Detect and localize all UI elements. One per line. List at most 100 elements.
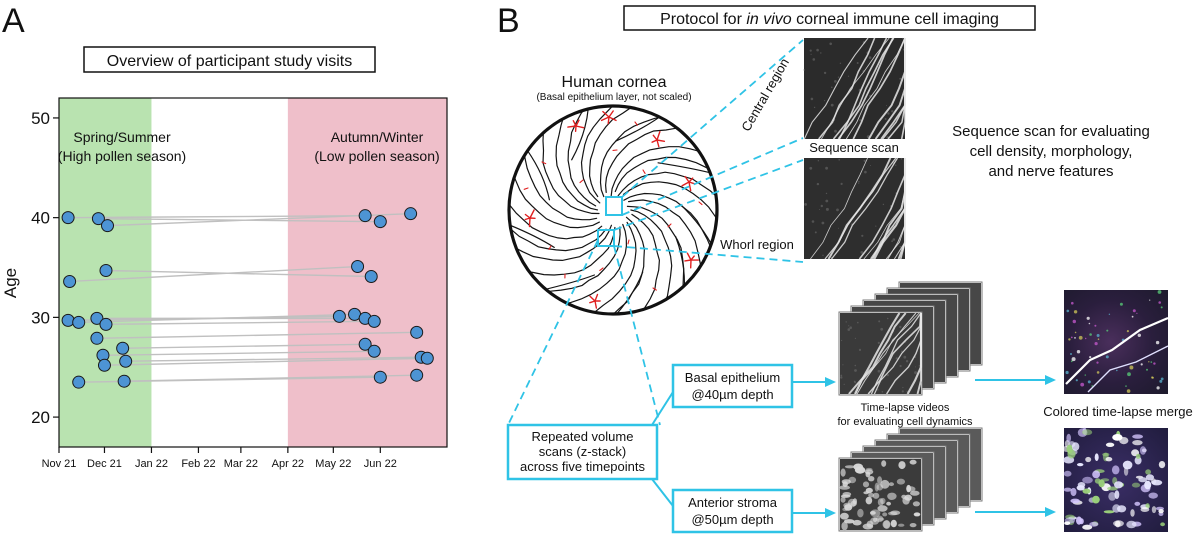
image-speckle <box>1140 363 1143 366</box>
visit-pair-line <box>102 350 375 356</box>
image-cell <box>840 496 846 503</box>
timelapse-label-line1: Time-lapse videos <box>861 402 950 414</box>
x-tick-label: Jan 22 <box>135 458 168 470</box>
image-cell <box>1100 478 1110 482</box>
image-nerve <box>852 37 906 140</box>
image-speckle <box>825 192 828 195</box>
image-cell <box>1148 492 1158 499</box>
image-speckle <box>1126 389 1131 393</box>
image-cell <box>1107 486 1118 491</box>
visit-point <box>90 311 104 325</box>
image-cell <box>853 463 864 471</box>
image-speckle <box>1150 361 1153 363</box>
visit-point <box>373 370 387 384</box>
immune-cell <box>567 119 585 132</box>
image-speckle <box>836 208 839 212</box>
image-speckle <box>858 181 860 183</box>
immune-cell <box>634 121 638 126</box>
y-tick-label: 40 <box>31 209 50 228</box>
image-speckle <box>902 37 904 40</box>
image-speckle <box>900 157 903 160</box>
image-cell <box>1077 463 1084 467</box>
image-speckle <box>830 103 834 107</box>
image-speckle <box>809 49 812 52</box>
image-speckle <box>840 374 843 377</box>
immune-cell <box>589 293 601 309</box>
nerve-fiber <box>623 192 714 262</box>
image-speckle <box>1068 338 1071 341</box>
image-cell <box>1139 446 1147 455</box>
immune-cell <box>541 161 547 165</box>
image-speckle <box>1089 356 1092 359</box>
image-cell <box>1112 434 1123 441</box>
image-speckle <box>814 231 817 234</box>
image-background <box>804 38 905 139</box>
image-cell <box>1140 507 1150 512</box>
nerve-fiber <box>548 223 628 307</box>
panel-a-title: Overview of participant study visits <box>107 53 352 70</box>
image-cell <box>1145 503 1150 509</box>
image-nerve <box>1065 316 1169 385</box>
image-nerve <box>855 312 920 395</box>
image-speckle <box>817 160 820 162</box>
image-speckle <box>1149 299 1151 301</box>
x-tick-label: Mar 22 <box>224 458 258 470</box>
autumn-label-line1: Autumn/Winter <box>331 129 424 145</box>
visit-point <box>332 309 346 323</box>
image-cell <box>864 469 874 475</box>
immune-cell <box>548 245 552 250</box>
image-speckle <box>829 42 832 46</box>
immune-cell <box>667 223 672 228</box>
image-speckle <box>878 320 881 323</box>
visit-point <box>358 337 372 351</box>
visit-point <box>351 260 365 274</box>
image-cell <box>888 482 895 487</box>
image-speckle <box>870 165 871 166</box>
image-speckle <box>1096 361 1099 364</box>
image-speckle <box>1153 362 1156 365</box>
sequence-scan-label: Sequence scan <box>809 140 899 155</box>
immune-cell <box>599 267 604 271</box>
spring-label-line2: (High pollen season) <box>58 148 186 164</box>
immune-cell <box>681 175 696 192</box>
image-cell <box>888 511 898 516</box>
image-cell <box>1158 509 1164 514</box>
image-speckle <box>864 170 867 174</box>
visit-point <box>97 358 111 372</box>
immune-cell <box>698 201 703 206</box>
image-speckle <box>891 240 893 243</box>
image-cell <box>868 492 874 498</box>
image-speckle <box>1075 379 1078 382</box>
image-speckle <box>847 328 851 331</box>
image-speckle <box>915 366 916 368</box>
image-nerve <box>803 37 869 140</box>
image-speckle <box>1160 377 1164 381</box>
image-cell <box>862 481 870 488</box>
image-speckle <box>899 245 902 248</box>
x-tick-label: Feb 22 <box>181 458 215 470</box>
image-speckle <box>1084 374 1087 376</box>
image-speckle <box>849 326 852 330</box>
image-cell <box>865 496 873 505</box>
nerve-fiber <box>509 156 600 229</box>
image-speckle <box>886 317 889 320</box>
merge-label: Colored time-lapse merge <box>1043 404 1193 419</box>
visit-point <box>410 368 424 382</box>
repeated-volume-box: Repeated volume scans (z-stack) across f… <box>506 423 659 481</box>
image-cell <box>1082 524 1093 530</box>
image-speckle <box>1132 309 1136 313</box>
image-speckle <box>1097 338 1100 341</box>
image-cell <box>1113 520 1124 527</box>
visit-point <box>404 207 418 221</box>
image-speckle <box>847 75 850 77</box>
visit-point <box>364 269 378 283</box>
image-speckle <box>901 390 904 393</box>
immune-cell <box>579 179 584 184</box>
image-cell <box>882 520 891 529</box>
image-cell <box>842 492 852 497</box>
image-speckle <box>810 97 814 101</box>
image-speckle <box>854 337 857 339</box>
image-cell <box>841 521 848 531</box>
image-nerve <box>818 37 876 140</box>
image-cell <box>1063 470 1072 477</box>
